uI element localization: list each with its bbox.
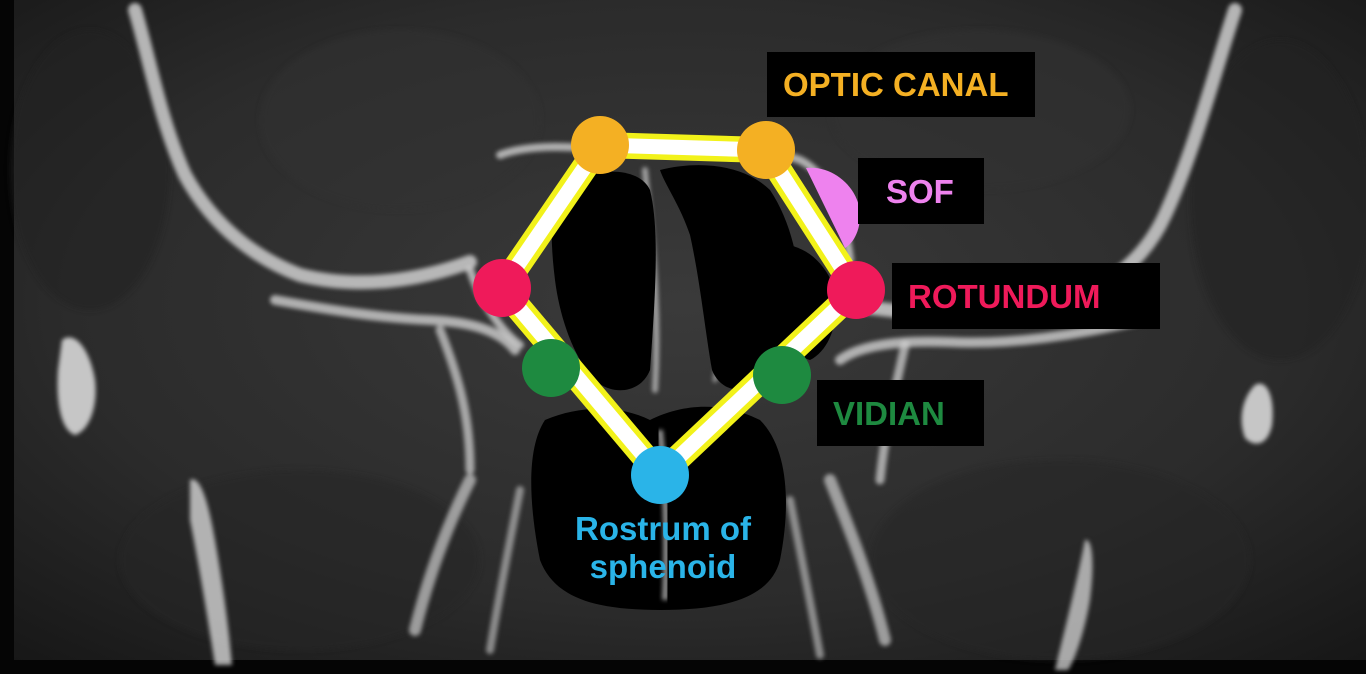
optic-canal-label: OPTIC CANAL	[767, 52, 1035, 117]
nasal-cavity	[531, 406, 786, 610]
bright-bone-fragments	[57, 337, 1273, 670]
sphenoid-sinus-left	[551, 171, 656, 391]
sphenoid-sinus-right	[660, 165, 800, 390]
sof-label-text: SOF	[886, 172, 954, 210]
optic-canal-right-marker	[737, 121, 795, 179]
rotundum-right-marker	[827, 261, 885, 319]
sof-marker	[806, 167, 860, 248]
rotundum-left-marker	[473, 259, 531, 317]
vidian-label-text: VIDIAN	[833, 394, 945, 432]
left-black-edge	[0, 0, 14, 674]
rostrum-label-line2: sphenoid	[589, 548, 737, 586]
optic-canal-label-text: OPTIC CANAL	[783, 66, 1009, 103]
rostrum-label-line1: Rostrum of	[575, 510, 751, 547]
rostrum-marker	[631, 446, 689, 504]
rotundum-label: ROTUNDUM	[892, 263, 1160, 329]
air-spaces	[531, 165, 837, 610]
optic-canal-left-marker	[571, 116, 629, 174]
vidian-label: VIDIAN	[817, 380, 984, 446]
rotundum-label-text: ROTUNDUM	[908, 277, 1101, 315]
vidian-right-marker	[753, 346, 811, 404]
vidian-left-marker	[522, 339, 580, 397]
sof-label: SOF	[858, 158, 984, 224]
rostrum-label: Rostrum of sphenoid	[556, 510, 770, 587]
bottom-black-edge	[0, 660, 1366, 674]
